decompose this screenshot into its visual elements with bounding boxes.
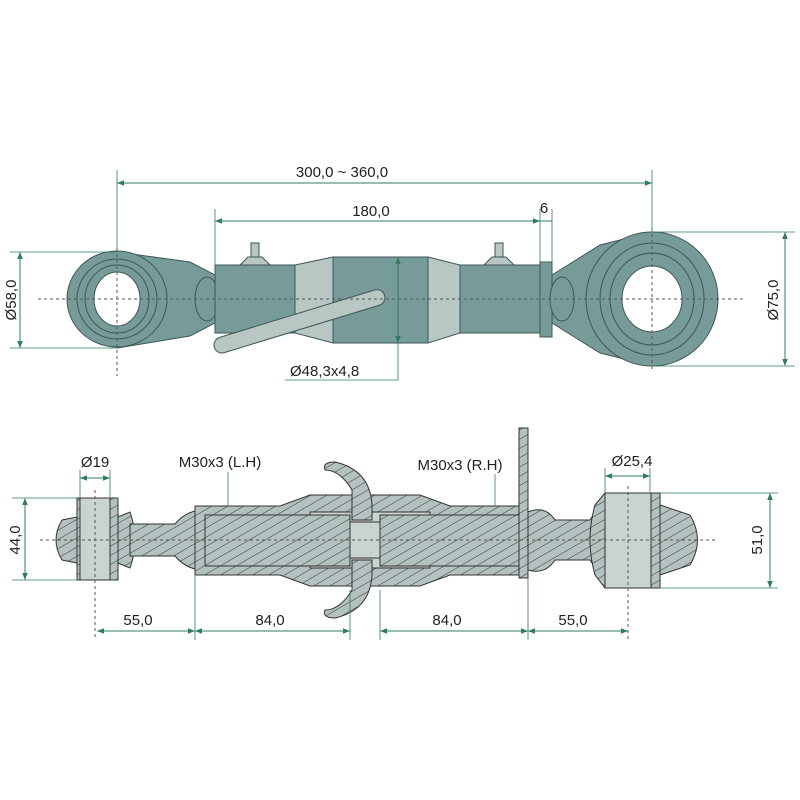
tube-spec-label: Ø48,3x4,8 <box>290 363 359 380</box>
left-eye-diameter-label: Ø58,0 <box>3 280 20 321</box>
left-ball-width-label: 44,0 <box>7 525 24 554</box>
lock-plate <box>518 427 529 579</box>
grease-nipple-left <box>238 242 272 266</box>
overall-length-label: 300,0 ~ 360,0 <box>296 164 388 181</box>
t-handle-section[interactable] <box>324 461 373 619</box>
left-thread-label: M30x3 (L.H) <box>179 454 262 471</box>
right-hole-label: Ø25,4 <box>612 453 653 470</box>
grease-nipple-right <box>482 242 516 266</box>
right-eye-diameter-label: Ø75,0 <box>765 280 782 321</box>
dim-right-thread: 84,0 <box>432 612 461 629</box>
dim-left-rod: 55,0 <box>123 612 152 629</box>
dim-right-rod: 55,0 <box>558 612 587 629</box>
top-view: 300,0 ~ 360,0 180,0 6 Ø58,0 Ø75,0 Ø48,3x… <box>3 164 795 381</box>
nut-width-label: 6 <box>540 200 548 217</box>
right-thread-label: M30x3 (R.H) <box>417 457 502 474</box>
dim-left-thread: 84,0 <box>255 612 284 629</box>
left-hole-label: Ø19 <box>81 454 109 471</box>
left-ball-joint <box>55 497 201 581</box>
handle[interactable] <box>212 288 387 355</box>
section-view: Ø19 M30x3 (L.H) M30x3 (R.H) Ø25,4 44,0 5… <box>7 427 778 640</box>
tube-length-label: 180,0 <box>352 203 390 220</box>
right-ball-width-label: 51,0 <box>749 525 766 554</box>
